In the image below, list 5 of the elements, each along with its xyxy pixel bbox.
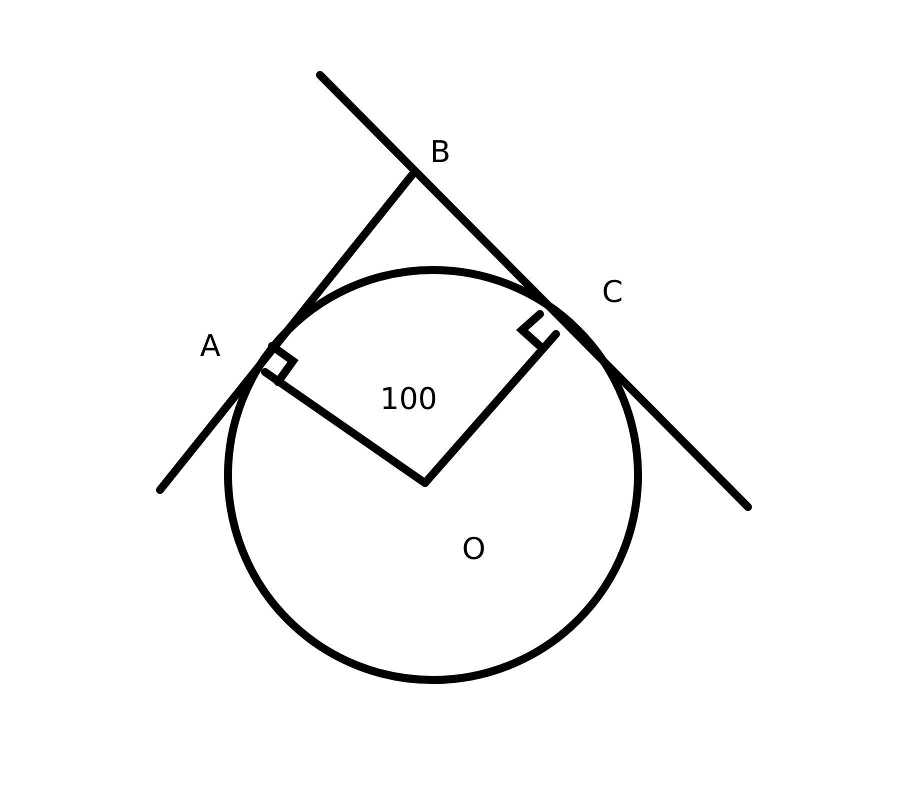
point-label: O <box>462 535 486 565</box>
angle-label: 100 <box>380 385 438 415</box>
point-label: C <box>602 278 623 308</box>
point-label: A <box>200 332 221 362</box>
point-label: B <box>430 138 451 168</box>
